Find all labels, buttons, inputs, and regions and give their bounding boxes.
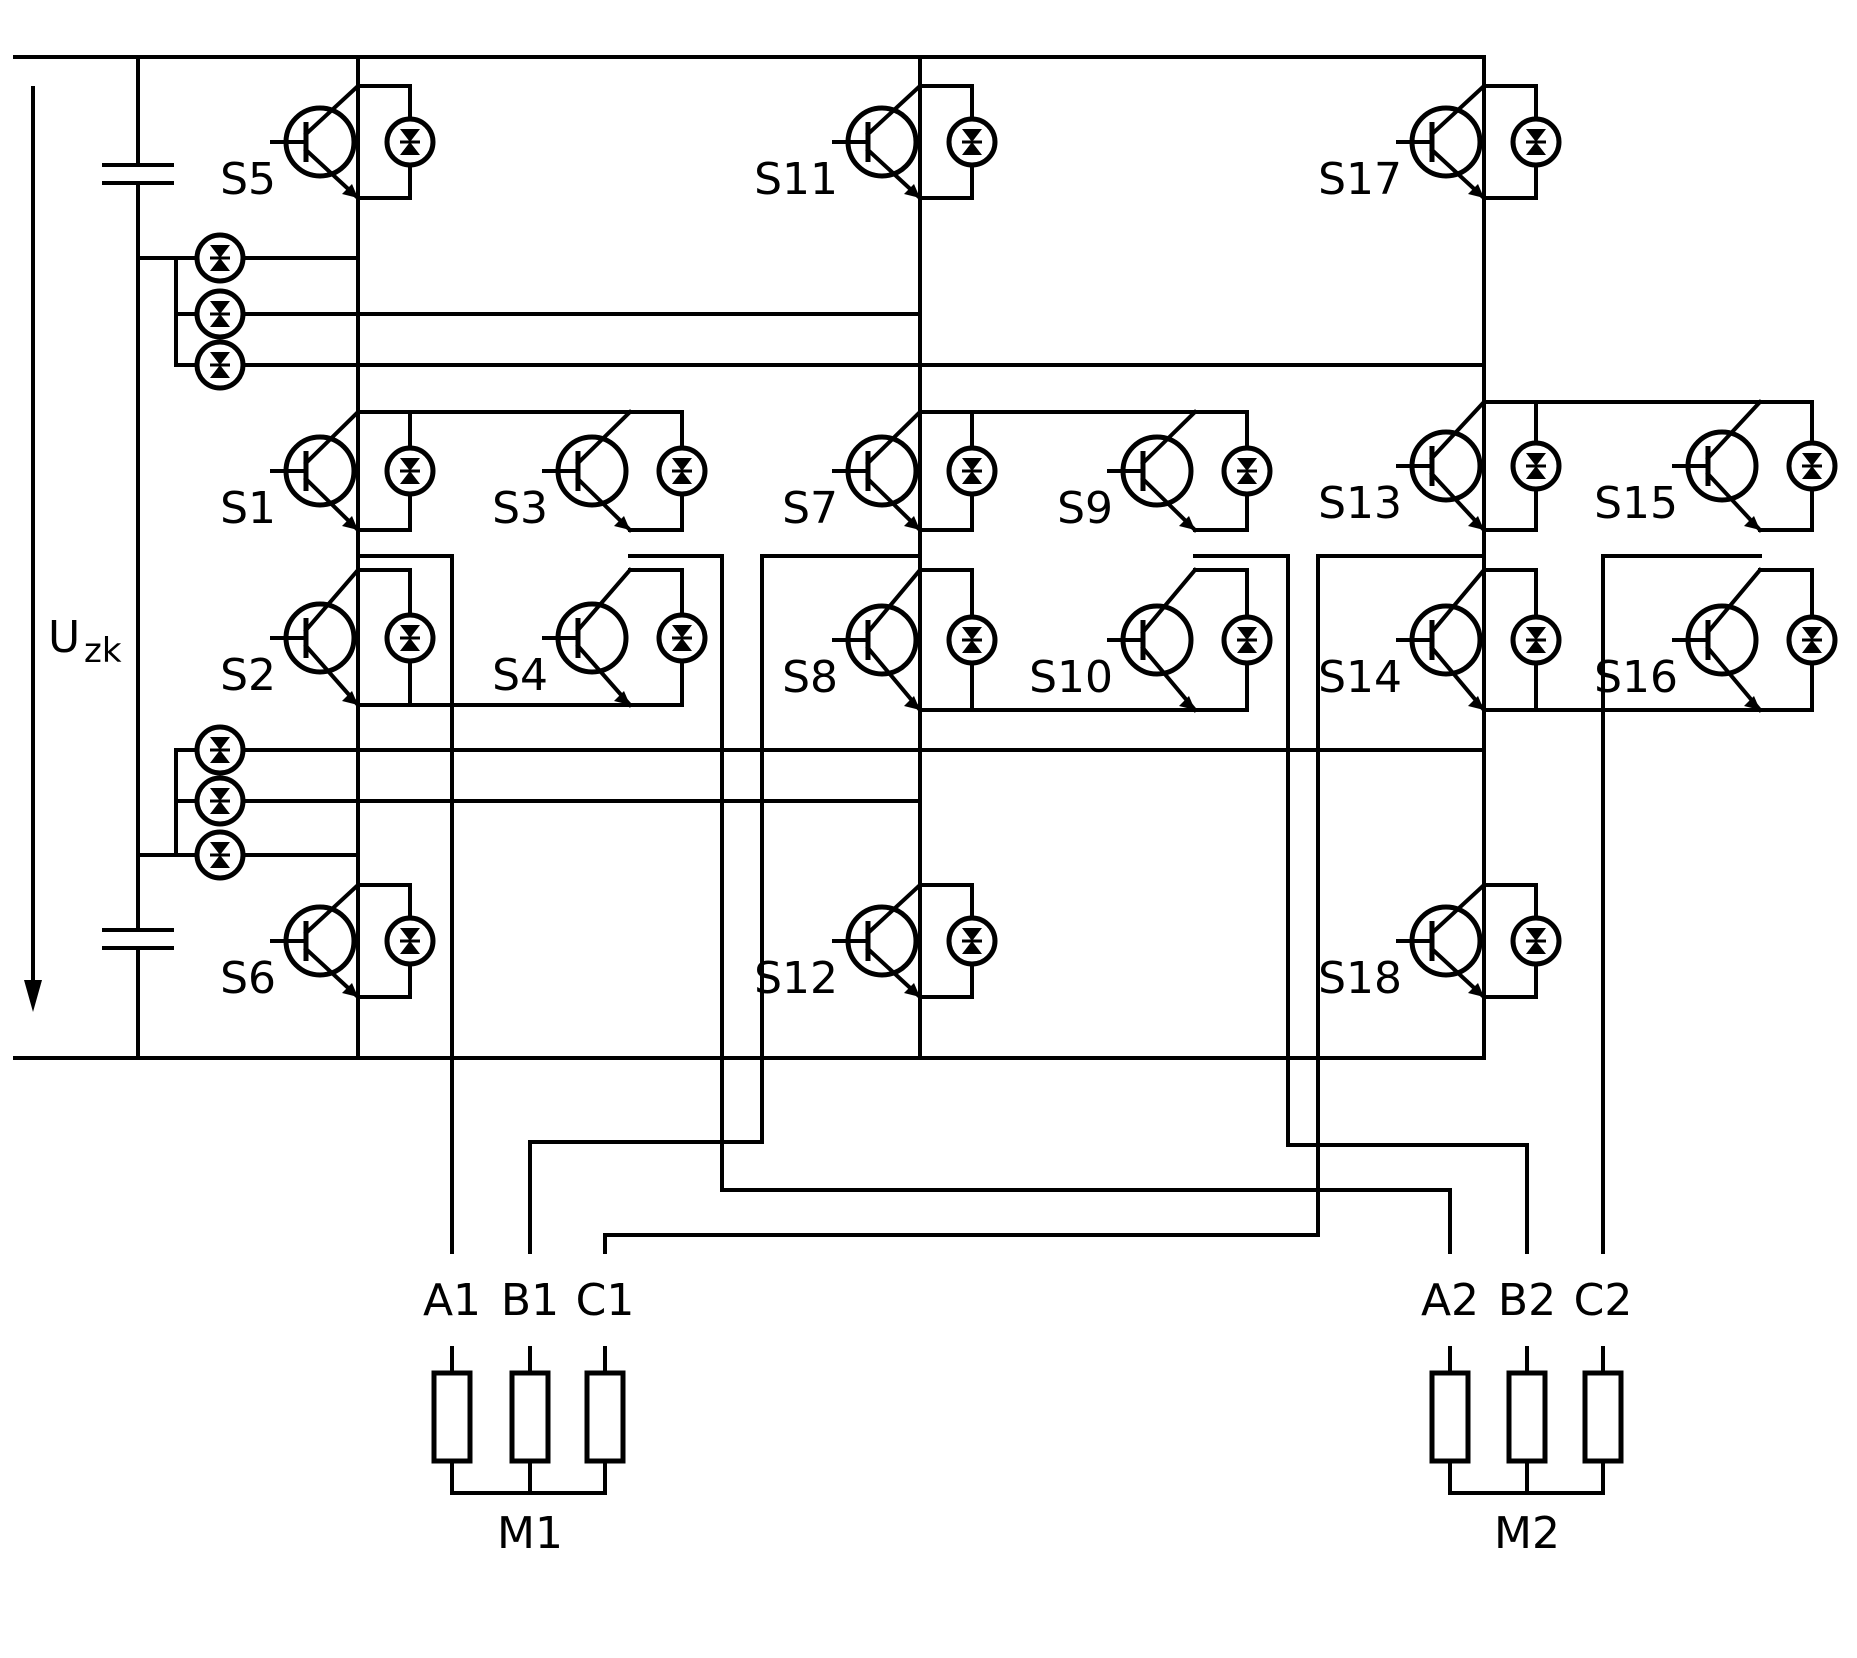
switch-label: S3 bbox=[492, 483, 548, 534]
switch-s7: S7 bbox=[782, 412, 995, 534]
switch-s6: S6 bbox=[220, 885, 433, 1004]
switch-label: S10 bbox=[1029, 652, 1113, 703]
upper-clamp-diodes bbox=[138, 235, 1484, 388]
switch-label: S7 bbox=[782, 483, 838, 534]
clamp-diode-icon bbox=[197, 235, 243, 281]
switch-s8: S8 bbox=[782, 570, 995, 710]
freewheel-diode-icon bbox=[1224, 617, 1270, 663]
freewheel-diode-icon bbox=[1789, 443, 1835, 489]
switch-s14: S14 bbox=[1318, 570, 1559, 710]
switch-s17: S17 bbox=[1318, 86, 1559, 205]
motor-m2: A2 B2 C2M2 bbox=[1421, 1275, 1632, 1559]
phase-label: B2 bbox=[1498, 1275, 1556, 1326]
voltage-label: U bbox=[48, 612, 80, 663]
switch-s3: S3 bbox=[492, 412, 705, 534]
clamp-diode-icon bbox=[197, 778, 243, 824]
freewheel-diode-icon bbox=[949, 119, 995, 165]
freewheel-diode-icon bbox=[949, 617, 995, 663]
freewheel-diode-icon bbox=[1513, 443, 1559, 489]
clamp-diode-icon bbox=[197, 291, 243, 337]
switch-label: S6 bbox=[220, 953, 276, 1004]
phase-label: C2 bbox=[1574, 1275, 1633, 1326]
phase-label: B1 bbox=[501, 1275, 559, 1326]
switch-s16: S16 bbox=[1594, 570, 1835, 710]
winding-icon bbox=[1432, 1373, 1468, 1461]
freewheel-diode-icon bbox=[1513, 119, 1559, 165]
switch-s9: S9 bbox=[1057, 412, 1270, 534]
freewheel-diode-icon bbox=[659, 448, 705, 494]
switch-label: S17 bbox=[1318, 154, 1402, 205]
clamp-diode-icon bbox=[197, 727, 243, 773]
switch-s18: S18 bbox=[1318, 885, 1559, 1004]
winding-icon bbox=[512, 1373, 548, 1461]
freewheel-diode-icon bbox=[387, 448, 433, 494]
switch-label: S16 bbox=[1594, 652, 1678, 703]
winding-icon bbox=[1509, 1373, 1545, 1461]
winding-icon bbox=[587, 1373, 623, 1461]
switch-label: S9 bbox=[1057, 483, 1113, 534]
freewheel-diode-icon bbox=[1789, 617, 1835, 663]
phase-label: C1 bbox=[576, 1275, 635, 1326]
switch-label: S8 bbox=[782, 652, 838, 703]
freewheel-diode-icon bbox=[949, 448, 995, 494]
switch-label: S13 bbox=[1318, 478, 1402, 529]
phase-label: A2 bbox=[1421, 1275, 1479, 1326]
switch-s15: S15 bbox=[1594, 402, 1835, 530]
switch-s1: S1 bbox=[220, 412, 433, 534]
switch-label: S14 bbox=[1318, 652, 1402, 703]
switch-array: S1S2S3S4S5S6S7S8S9S10S11S12S13S14S15S16S… bbox=[220, 86, 1835, 1004]
freewheel-diode-icon bbox=[387, 918, 433, 964]
switch-s10: S10 bbox=[1029, 570, 1270, 710]
switch-s13: S13 bbox=[1318, 402, 1559, 530]
freewheel-diode-icon bbox=[387, 615, 433, 661]
phase-label: A1 bbox=[423, 1275, 481, 1326]
motors: A1 B1 C1M1 A2 B2 C2M2 bbox=[423, 1275, 1632, 1559]
capacitor-branch bbox=[104, 57, 172, 1058]
switch-s12: S12 bbox=[754, 885, 995, 1004]
lower-clamp-diodes bbox=[138, 727, 1484, 878]
motor-m1: A1 B1 C1M1 bbox=[423, 1275, 634, 1559]
switch-label: S15 bbox=[1594, 478, 1678, 529]
freewheel-diode-icon bbox=[387, 119, 433, 165]
clamp-diode-icon bbox=[197, 342, 243, 388]
switch-label: S2 bbox=[220, 650, 276, 701]
switch-s5: S5 bbox=[220, 86, 433, 205]
switch-label: S12 bbox=[754, 953, 838, 1004]
freewheel-diode-icon bbox=[1513, 918, 1559, 964]
switch-label: S11 bbox=[754, 154, 838, 205]
switch-buses bbox=[358, 57, 1760, 1058]
clamp-diode-icon bbox=[197, 832, 243, 878]
voltage-subscript: zk bbox=[84, 631, 122, 671]
freewheel-diode-icon bbox=[1513, 617, 1559, 663]
switch-label: S1 bbox=[220, 483, 276, 534]
winding-icon bbox=[434, 1373, 470, 1461]
winding-icon bbox=[1585, 1373, 1621, 1461]
voltage-arrow bbox=[24, 88, 42, 1012]
switch-label: S5 bbox=[220, 154, 276, 205]
freewheel-diode-icon bbox=[1224, 448, 1270, 494]
motor-label: M1 bbox=[497, 1508, 563, 1559]
switch-s2: S2 bbox=[220, 570, 433, 705]
switch-label: S18 bbox=[1318, 953, 1402, 1004]
freewheel-diode-icon bbox=[949, 918, 995, 964]
motor-label: M2 bbox=[1494, 1508, 1560, 1559]
switch-label: S4 bbox=[492, 650, 548, 701]
switch-s4: S4 bbox=[492, 570, 705, 705]
switch-s11: S11 bbox=[754, 86, 995, 205]
freewheel-diode-icon bbox=[659, 615, 705, 661]
